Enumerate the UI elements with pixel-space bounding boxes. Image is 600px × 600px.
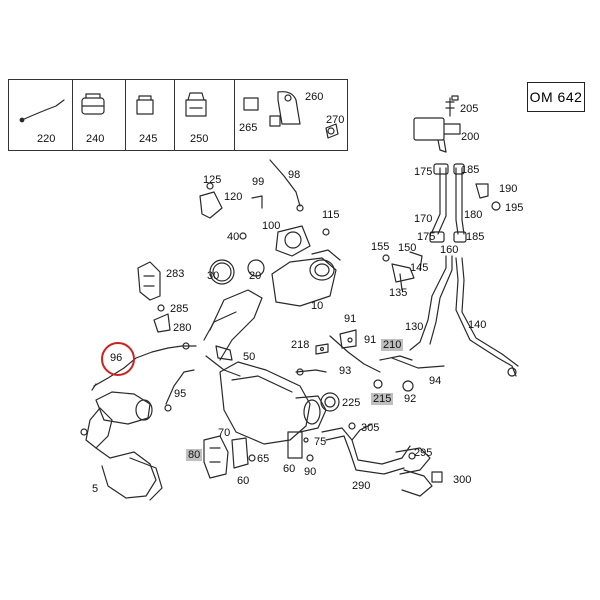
callout-285[interactable]: 285 [170, 303, 189, 315]
callout-295[interactable]: 295 [414, 447, 433, 459]
sensor-wire-95 [164, 369, 195, 412]
callout-96[interactable]: 96 [110, 352, 123, 364]
legend-icon-220 [19, 99, 65, 123]
sensor-pipes [409, 255, 519, 377]
callout-60-left[interactable]: 60 [237, 475, 250, 487]
callout-94[interactable]: 94 [429, 375, 442, 387]
legend-icon-250 [185, 92, 207, 117]
exhaust-hanger-94 [373, 355, 445, 392]
callout-225[interactable]: 225 [342, 397, 361, 409]
legend-label-220: 220 [37, 133, 56, 145]
legend-label-265: 265 [239, 122, 258, 134]
callout-200[interactable]: 200 [461, 131, 480, 143]
callout-10[interactable]: 10 [311, 300, 324, 312]
callout-283[interactable]: 283 [166, 268, 185, 280]
flange-gasket [275, 225, 330, 257]
callout-91-top[interactable]: 91 [344, 313, 357, 325]
legend-box [8, 79, 348, 151]
legend-divider [72, 80, 73, 150]
callout-218[interactable]: 218 [291, 339, 310, 351]
pressure-sensor-assembly [413, 95, 461, 153]
callout-30[interactable]: 30 [207, 270, 220, 282]
callout-280[interactable]: 280 [173, 322, 192, 334]
callout-65[interactable]: 65 [257, 453, 270, 465]
callout-20[interactable]: 20 [249, 270, 262, 282]
clamp-225 [320, 392, 340, 412]
legend-label-270: 270 [326, 114, 345, 126]
callout-91-side[interactable]: 91 [364, 334, 377, 346]
callout-100[interactable]: 100 [262, 220, 281, 232]
upper-bracket [199, 182, 263, 219]
callout-5[interactable]: 5 [92, 483, 99, 495]
crossmember-290 [321, 422, 443, 497]
vacuum-hose-pair [429, 163, 501, 243]
callout-145[interactable]: 145 [410, 262, 429, 274]
callout-170[interactable]: 170 [414, 213, 433, 225]
callout-150[interactable]: 150 [398, 242, 417, 254]
legend-divider [234, 80, 235, 150]
pipe-bracket [382, 251, 423, 291]
legend-icon-265-260-270 [243, 91, 339, 139]
callout-155[interactable]: 155 [371, 241, 390, 253]
sensor-bracket-218 [315, 343, 329, 355]
legend-label-240: 240 [86, 133, 105, 145]
temp-sensor-98 [269, 159, 304, 212]
callout-50[interactable]: 50 [243, 351, 256, 363]
callout-75[interactable]: 75 [314, 436, 327, 448]
callout-95[interactable]: 95 [174, 388, 187, 400]
engine-model-label: OM 642 [527, 82, 585, 112]
legend-label-250: 250 [190, 133, 209, 145]
callout-93[interactable]: 93 [339, 365, 352, 377]
callout-290[interactable]: 290 [352, 480, 371, 492]
callout-115[interactable]: 115 [322, 209, 340, 221]
callout-99[interactable]: 99 [252, 176, 265, 188]
callout-92[interactable]: 92 [404, 393, 417, 405]
callout-70[interactable]: 70 [218, 427, 231, 439]
callout-210[interactable]: 210 [381, 339, 404, 351]
callout-305[interactable]: 305 [361, 422, 380, 434]
sensor-93 [295, 329, 381, 376]
callout-160[interactable]: 160 [440, 244, 459, 256]
callout-40[interactable]: 40 [227, 231, 240, 243]
legend-divider [125, 80, 126, 150]
highlight-ring [101, 342, 135, 376]
callout-140[interactable]: 140 [468, 319, 487, 331]
legend-label-245: 245 [139, 133, 158, 145]
turbo-outlet-pipe [271, 249, 341, 307]
callout-205[interactable]: 205 [460, 103, 479, 115]
heat-shield-bracket [137, 261, 171, 333]
callout-180[interactable]: 180 [464, 209, 483, 221]
callout-185-bottom[interactable]: 185 [466, 231, 485, 243]
callout-185-top[interactable]: 185 [461, 164, 480, 176]
callout-125[interactable]: 125 [203, 174, 222, 186]
callout-215[interactable]: 215 [371, 393, 394, 405]
v-band-clamp [209, 232, 265, 285]
callout-190[interactable]: 190 [499, 183, 518, 195]
callout-195[interactable]: 195 [505, 202, 524, 214]
legend-divider [174, 80, 175, 150]
main-catalyst-dpf [203, 289, 327, 445]
callout-120[interactable]: 120 [224, 191, 243, 203]
callout-80[interactable]: 80 [186, 449, 203, 461]
callout-60-right[interactable]: 60 [283, 463, 296, 475]
callout-130[interactable]: 130 [405, 321, 424, 333]
callout-98[interactable]: 98 [288, 169, 301, 181]
callout-135[interactable]: 135 [389, 287, 408, 299]
callout-175-top[interactable]: 175 [414, 166, 433, 178]
legend-icon-245 [136, 95, 154, 115]
callout-90[interactable]: 90 [304, 466, 317, 478]
callout-175-bottom[interactable]: 175 [417, 231, 436, 243]
legend-icon-240 [81, 93, 105, 115]
callout-300[interactable]: 300 [453, 474, 472, 486]
lower-catalyst-5 [80, 391, 163, 501]
lower-brackets [203, 431, 314, 479]
lambda-sensor-wire-96 [91, 342, 197, 391]
legend-label-260: 260 [305, 91, 324, 103]
